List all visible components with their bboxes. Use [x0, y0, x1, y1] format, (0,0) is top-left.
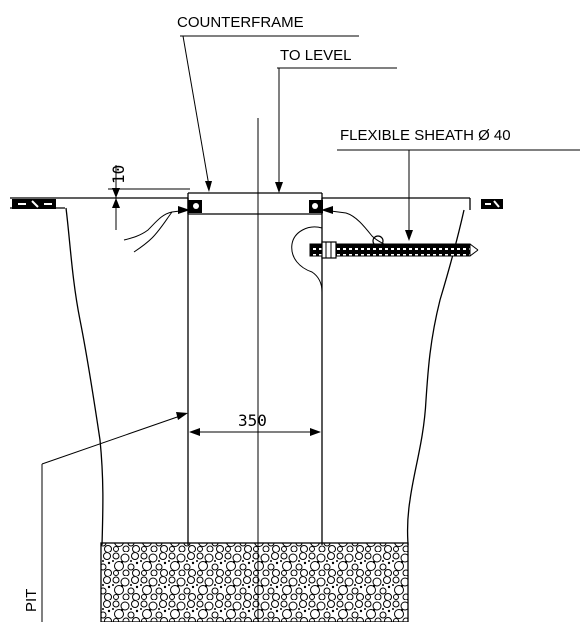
label-pit: PIT: [23, 589, 40, 612]
label-counterframe-group: COUNTERFRAME: [177, 14, 359, 192]
conductor-left: [123, 206, 190, 253]
label-flexible-sheath-group: FLEXIBLE SHEATH Ø 40: [337, 127, 580, 241]
pit-arrowhead: [176, 412, 188, 420]
gravel-bed: [100, 542, 409, 622]
sheath-body: [309, 243, 471, 257]
label-to-level: TO LEVEL: [280, 47, 351, 64]
pit-leader: [41, 414, 184, 465]
height-dimension: 10: [108, 165, 190, 230]
height-dimension-text: 10: [109, 165, 128, 184]
counterframe-arrowhead: [205, 181, 212, 192]
flexible-sheath: [309, 241, 479, 259]
to-level-arrowhead: [275, 182, 283, 193]
label-to-level-group: TO LEVEL: [275, 47, 397, 193]
counterframe-leader: [182, 35, 210, 187]
width-dimension: 350: [189, 411, 321, 436]
sheath-knockout: [291, 226, 323, 293]
label-pit-group: PIT: [23, 412, 188, 622]
break-symbol-left: [12, 199, 56, 209]
ground-surface: [10, 197, 503, 210]
excavation-outline-right: [406, 209, 465, 546]
sheath-arrowhead: [405, 230, 413, 241]
width-dimension-text: 350: [238, 411, 267, 430]
conductor-right: [321, 206, 385, 247]
break-symbol-right: [481, 199, 503, 209]
excavation-outline-left: [65, 207, 104, 546]
label-counterframe: COUNTERFRAME: [177, 14, 304, 31]
label-flexible-sheath: FLEXIBLE SHEATH Ø 40: [340, 127, 511, 144]
sheath-gland: [321, 241, 337, 259]
